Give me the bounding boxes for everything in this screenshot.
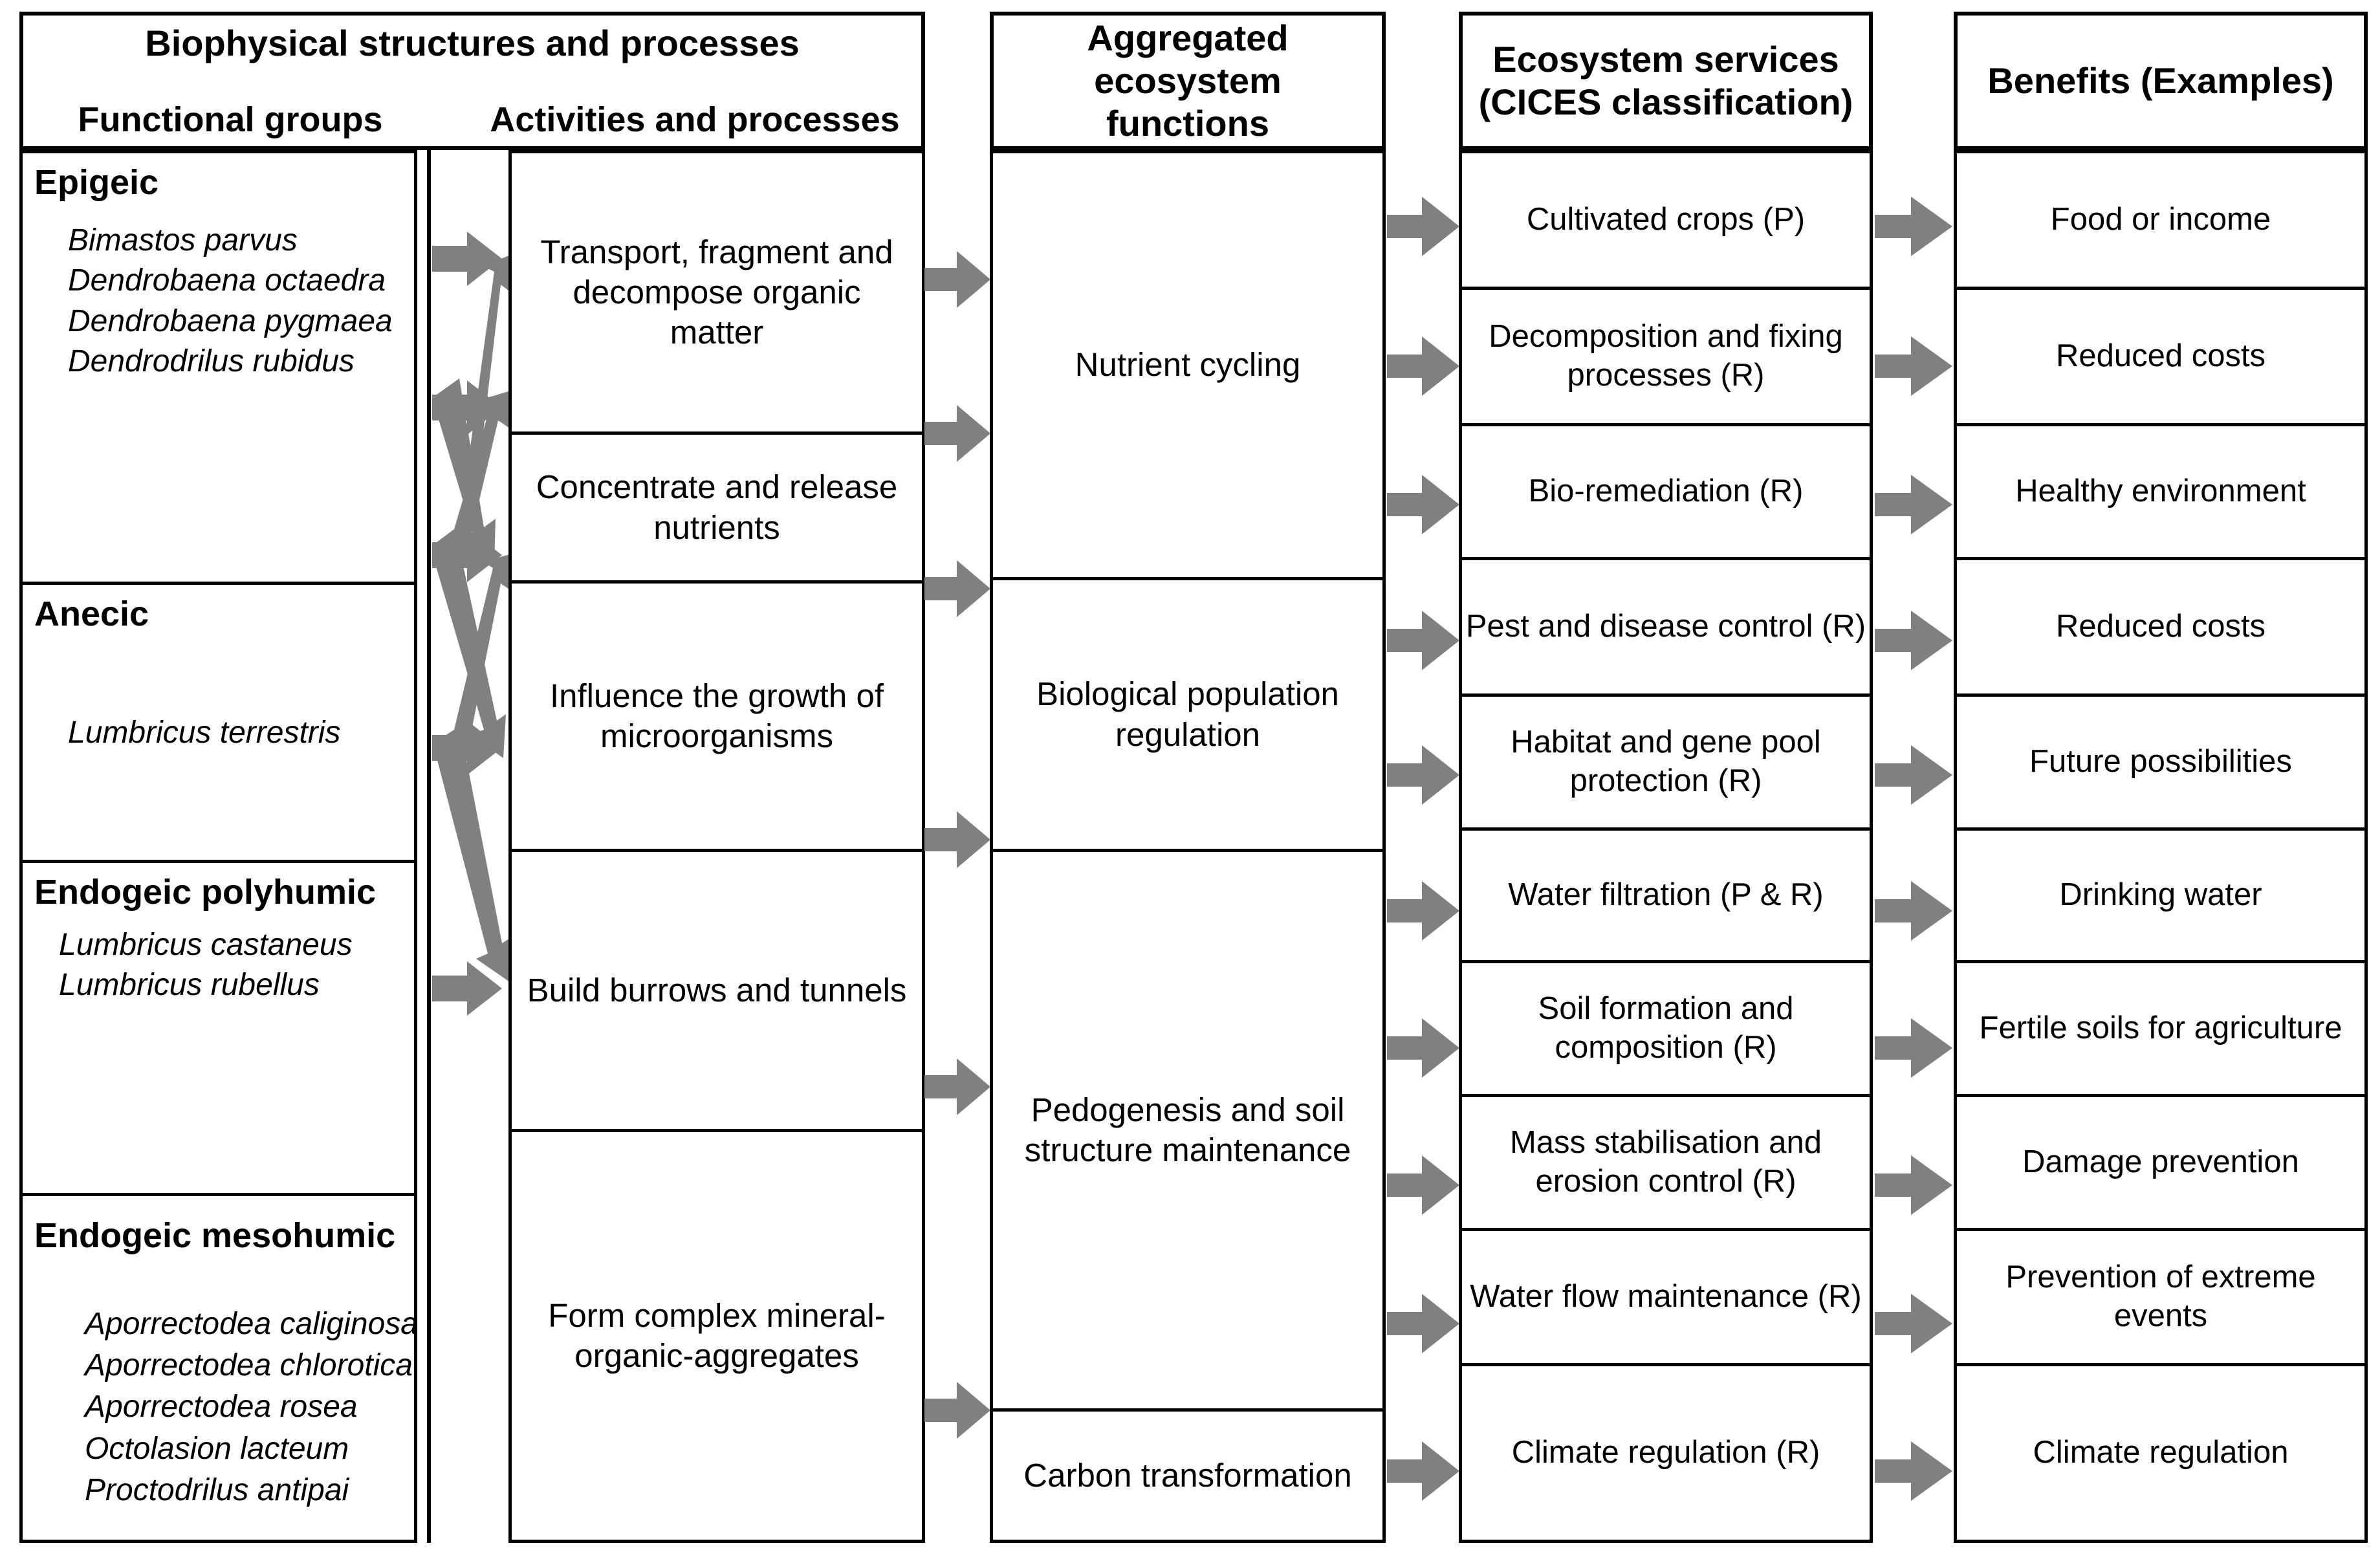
activity-label: Build burrows and tunnels bbox=[527, 971, 907, 1009]
species-item: Lumbricus castaneus bbox=[59, 927, 353, 962]
benefit-cell: Food or income bbox=[1954, 150, 2368, 290]
activity-cell: Influence the growth of microorganisms bbox=[508, 580, 925, 852]
aggregated-function-label: Pedogenesis and soil structure maintenan… bbox=[1024, 1091, 1351, 1168]
activity-label: Concentrate and release nutrients bbox=[536, 468, 898, 546]
activity-label: Influence the growth of microorganisms bbox=[549, 677, 884, 754]
aggregated-function-label: Biological population regulation bbox=[1036, 675, 1339, 753]
aggregated-function-cell: Nutrient cycling bbox=[990, 150, 1386, 580]
functional-group-name: Endogeic mesohumic bbox=[34, 1216, 396, 1255]
ecosystem-service-label: Pest and disease control (R) bbox=[1465, 609, 1866, 644]
benefit-cell: Prevention of extreme events bbox=[1954, 1228, 2368, 1366]
activities-subtitle: Activities and processes bbox=[490, 100, 900, 140]
species-item: Dendrobaena octaedra bbox=[68, 263, 386, 298]
species-item: Lumbricus terrestris bbox=[68, 715, 341, 750]
functional-group-name: Anecic bbox=[34, 595, 149, 633]
benefit-cell: Damage prevention bbox=[1954, 1094, 2368, 1231]
benefit-label: Reduced costs bbox=[2055, 609, 2266, 644]
biophysical-header-band: Biophysical structures and processes Fun… bbox=[19, 12, 925, 150]
benefit-label: Healthy environment bbox=[2015, 474, 2306, 509]
benefit-label: Prevention of extreme events bbox=[2005, 1260, 2316, 1333]
function-to-service-arrows bbox=[1384, 150, 1462, 1543]
species-item: Lumbricus rubellus bbox=[59, 968, 320, 1003]
activity-label: Form complex mineral-organic-aggregates bbox=[548, 1296, 886, 1374]
benefit-cell: Future possibilities bbox=[1954, 693, 2368, 831]
activity-cell: Transport, fragment and decompose organi… bbox=[508, 150, 925, 435]
species-item: Bimastos parvus bbox=[68, 223, 298, 257]
ecosystem-service-label: Cultivated crops (P) bbox=[1526, 202, 1806, 237]
ecosystem-service-cell: Soil formation and composition (R) bbox=[1459, 960, 1873, 1097]
species-item: Octolasion lacteum bbox=[85, 1431, 349, 1466]
ecosystem-service-cell: Bio-remediation (R) bbox=[1459, 423, 1873, 560]
benefit-cell: Healthy environment bbox=[1954, 423, 2368, 560]
ecosystem-service-cell: Water filtration (P & R) bbox=[1459, 827, 1873, 963]
species-item: Dendrobaena pygmaea bbox=[68, 303, 393, 338]
species-item: Aporrectodea chlorotica bbox=[85, 1348, 413, 1383]
activity-cell: Form complex mineral-organic-aggregates bbox=[508, 1129, 925, 1543]
activity-label: Transport, fragment and decompose organi… bbox=[540, 233, 893, 351]
aggregated-functions-title-line1: Aggregated ecosystem bbox=[1087, 17, 1289, 101]
ecosystem-service-label: Decomposition and fixing processes (R) bbox=[1489, 319, 1843, 393]
functional-group-cell-epigeic: Epigeic Bimastos parvus Dendrobaena octa… bbox=[19, 150, 417, 585]
benefit-cell: Fertile soils for agriculture bbox=[1954, 960, 2368, 1097]
ecosystem-service-label: Soil formation and composition (R) bbox=[1538, 991, 1794, 1065]
ecosystem-service-cell: Climate regulation (R) bbox=[1459, 1363, 1873, 1543]
aggregated-function-label: Carbon transformation bbox=[1023, 1456, 1352, 1494]
ecosystem-service-cell: Habitat and gene pool protection (R) bbox=[1459, 693, 1873, 831]
functional-group-cell-endogeic-polyhumic: Endogeic polyhumic Lumbricus castaneus L… bbox=[19, 860, 417, 1196]
ecosystem-service-label: Water flow maintenance (R) bbox=[1470, 1279, 1862, 1315]
species-item: Aporrectodea caliginosa bbox=[85, 1306, 418, 1341]
biophysical-band-title: Biophysical structures and processes bbox=[145, 23, 800, 63]
benefit-cell: Reduced costs bbox=[1954, 557, 2368, 697]
benefit-label: Climate regulation bbox=[2033, 1435, 2289, 1470]
gutter-line-left bbox=[427, 150, 431, 1543]
aggregated-functions-title-line2: functions bbox=[1106, 103, 1269, 144]
aggregated-function-cell: Carbon transformation bbox=[990, 1408, 1386, 1543]
crosslink-arrows-group bbox=[414, 149, 530, 1546]
functional-groups-subtitle: Functional groups bbox=[78, 100, 383, 140]
aggregated-function-label: Nutrient cycling bbox=[1075, 346, 1301, 384]
benefit-label: Future possibilities bbox=[2029, 744, 2292, 780]
ecosystem-service-cell: Decomposition and fixing processes (R) bbox=[1459, 287, 1873, 426]
benefit-label: Drinking water bbox=[2059, 877, 2262, 913]
ecosystem-service-cell: Pest and disease control (R) bbox=[1459, 557, 1873, 697]
ecosystem-services-header: Ecosystem services (CICES classification… bbox=[1459, 12, 1873, 150]
benefit-cell: Climate regulation bbox=[1954, 1363, 2368, 1543]
activity-to-function-arrows bbox=[922, 150, 993, 1543]
species-list: Lumbricus castaneus Lumbricus rubellus bbox=[34, 925, 414, 1006]
species-item: Proctodrilus antipai bbox=[85, 1472, 349, 1507]
ecosystem-services-title-line1: Ecosystem services bbox=[1492, 38, 1839, 80]
benefits-title: Benefits (Examples) bbox=[1987, 60, 2334, 101]
benefit-cell: Reduced costs bbox=[1954, 287, 2368, 426]
ecosystem-service-cell: Mass stabilisation and erosion control (… bbox=[1459, 1094, 1873, 1231]
functional-group-cell-anecic: Anecic Lumbricus terrestris bbox=[19, 582, 417, 863]
aggregated-function-cell: Biological population regulation bbox=[990, 577, 1386, 852]
ecosystem-service-label: Climate regulation (R) bbox=[1511, 1435, 1820, 1470]
species-item: Aporrectodea rosea bbox=[85, 1390, 358, 1424]
species-list: Bimastos parvus Dendrobaena octaedra Den… bbox=[34, 221, 414, 382]
functional-group-name: Endogeic polyhumic bbox=[34, 873, 377, 911]
benefit-cell: Drinking water bbox=[1954, 827, 2368, 963]
ecosystem-service-label: Habitat and gene pool protection (R) bbox=[1511, 725, 1821, 798]
benefit-label: Damage prevention bbox=[2022, 1144, 2299, 1180]
ecosystem-service-cell: Water flow maintenance (R) bbox=[1459, 1228, 1873, 1366]
activity-cell: Build burrows and tunnels bbox=[508, 849, 925, 1132]
ecosystem-service-label: Bio-remediation (R) bbox=[1528, 474, 1804, 509]
functional-group-cell-endogeic-mesohumic: Endogeic mesohumic Aporrectodea caligino… bbox=[19, 1193, 418, 1543]
functional-group-name: Epigeic bbox=[34, 163, 159, 202]
species-list: Aporrectodea caliginosa Aporrectodea chl… bbox=[34, 1304, 418, 1512]
benefits-header: Benefits (Examples) bbox=[1954, 12, 2368, 150]
service-to-benefit-arrows bbox=[1870, 150, 1957, 1543]
species-item: Dendrodrilus rubidus bbox=[68, 344, 355, 378]
aggregated-functions-header: Aggregated ecosystem functions bbox=[990, 12, 1386, 150]
ecosystem-services-title-line2: (CICES classification) bbox=[1478, 82, 1853, 122]
benefit-label: Fertile soils for agriculture bbox=[1979, 1010, 2342, 1046]
ecosystem-service-cell: Cultivated crops (P) bbox=[1459, 150, 1873, 290]
activity-cell: Concentrate and release nutrients bbox=[508, 431, 925, 584]
benefit-label: Food or income bbox=[2050, 202, 2271, 237]
species-list: Lumbricus terrestris bbox=[34, 713, 414, 753]
ecosystem-service-label: Mass stabilisation and erosion control (… bbox=[1509, 1125, 1822, 1199]
aggregated-function-cell: Pedogenesis and soil structure maintenan… bbox=[990, 849, 1386, 1412]
ecosystem-service-label: Water filtration (P & R) bbox=[1508, 877, 1824, 913]
benefit-label: Reduced costs bbox=[2055, 338, 2266, 374]
